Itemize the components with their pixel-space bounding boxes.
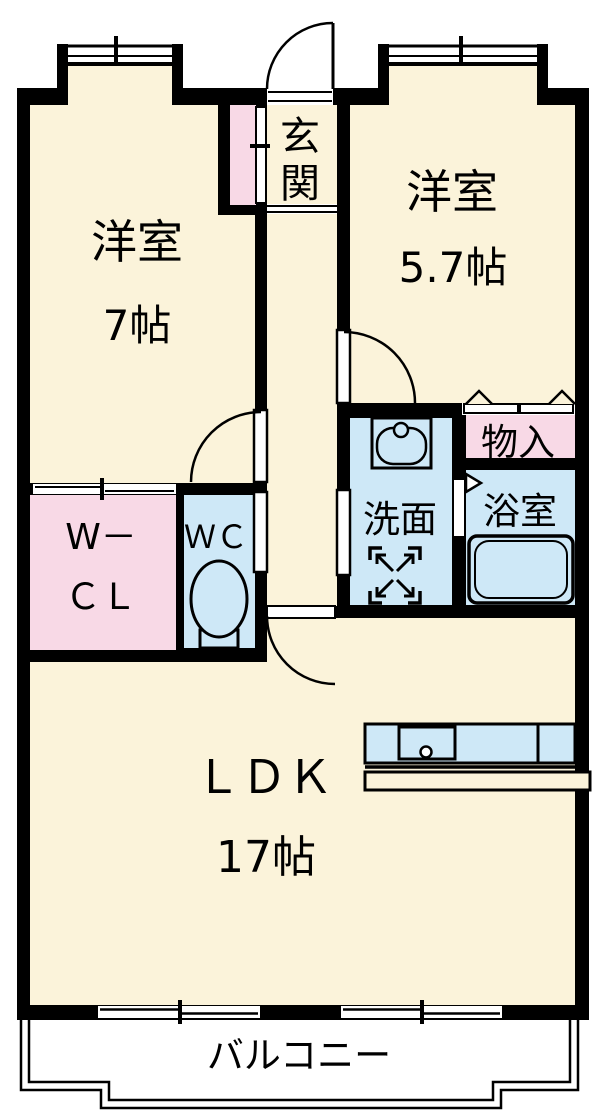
room-labels: 洋室 7帖 洋室 5.7帖 玄 関 W－ ＣＬ ＷＣ 洗面 浴室 物入 ＬＤＫ … xyxy=(65,114,557,1077)
western-room-1-floor xyxy=(30,215,255,483)
folding-panel xyxy=(463,403,519,414)
hallway-floor xyxy=(267,214,337,606)
door-opening xyxy=(335,328,352,405)
western-room-1-size: 7帖 xyxy=(103,301,172,350)
arrow xyxy=(395,553,415,573)
basin-faucet xyxy=(392,421,410,439)
bay-floor xyxy=(389,66,537,105)
toilet-icon xyxy=(189,559,249,650)
arrow xyxy=(375,553,395,573)
folding-door-icon xyxy=(464,471,484,495)
toilet-bowl xyxy=(189,559,249,639)
door-opening xyxy=(335,488,352,577)
balcony-railing xyxy=(19,1020,580,1110)
door-bathroom xyxy=(452,471,484,538)
washing-machine-icon xyxy=(368,546,422,605)
bay-window-left xyxy=(57,36,183,105)
cabinet-front-line xyxy=(255,106,267,204)
door-swing-arc xyxy=(265,615,336,686)
bathtub-icon xyxy=(467,534,575,605)
door-opening xyxy=(452,478,466,538)
western-room-2-floor xyxy=(350,105,575,403)
door-washroom xyxy=(335,488,352,577)
shoe-cabinet xyxy=(230,105,256,205)
bathroom-label: 浴室 xyxy=(483,490,557,533)
door-opening xyxy=(252,408,269,484)
entrance-step xyxy=(267,204,337,214)
entrance-label: 玄 xyxy=(280,114,320,160)
counter-bar xyxy=(363,770,592,792)
western-room-1-label: 洋室 xyxy=(91,215,183,269)
opening-band xyxy=(33,484,176,494)
bay-jamb xyxy=(537,44,548,105)
door-swing-arc xyxy=(265,21,334,90)
window-tick xyxy=(100,478,104,500)
ldk-floor xyxy=(267,618,575,1005)
kitchen-faucet xyxy=(419,745,433,759)
bay-floor xyxy=(68,66,172,105)
railing-inner xyxy=(27,1020,572,1102)
balcony-label: バルコニー xyxy=(207,1034,391,1077)
walk-in-closet-floor xyxy=(30,495,176,650)
corner-bracket xyxy=(408,591,422,605)
folding-door-icon xyxy=(465,389,493,405)
shoe-cabinet-front xyxy=(250,106,270,204)
balcony-window-right xyxy=(341,1000,502,1024)
western-room-2-label: 洋室 xyxy=(406,165,498,219)
window-tick xyxy=(459,36,463,64)
storage-folding-door xyxy=(462,389,576,415)
bay-jamb xyxy=(172,44,183,105)
folding-panel xyxy=(519,403,574,414)
western-room-1-floor xyxy=(30,105,218,215)
railing-outer xyxy=(19,1020,580,1110)
walk-in-closet-label: W－ xyxy=(65,517,137,558)
door-swing-arc xyxy=(343,330,417,404)
door-ldk xyxy=(265,605,336,686)
corner-bracket xyxy=(368,546,382,560)
step-band xyxy=(267,204,337,214)
window-tick xyxy=(250,144,270,148)
door-western-room-2 xyxy=(335,328,417,405)
corner-bracket xyxy=(368,591,382,605)
window-sill xyxy=(68,62,172,66)
kitchen-sink-icon xyxy=(397,725,457,761)
door-opening xyxy=(266,605,336,619)
bathtub-outer xyxy=(467,534,575,605)
folding-door-icon xyxy=(548,389,576,405)
bathtub-inner xyxy=(474,540,568,599)
corner-bracket xyxy=(408,546,422,560)
door-opening xyxy=(267,88,333,105)
storage-label: 物入 xyxy=(481,421,555,464)
ldk-label: ＬＤＫ xyxy=(195,750,333,804)
bay-window-right xyxy=(378,36,548,105)
closet-opening xyxy=(33,478,176,500)
western-room-2-size: 5.7帖 xyxy=(399,243,508,292)
arrow xyxy=(375,578,395,598)
entrance-label: 関 xyxy=(280,161,320,207)
bay-jamb xyxy=(57,44,68,105)
washroom-label: 洗面 xyxy=(363,498,437,541)
arrow xyxy=(395,578,415,598)
door-western-room-1 xyxy=(189,408,269,484)
balcony-window-left xyxy=(98,1000,260,1024)
door-opening xyxy=(252,490,269,574)
window-tick xyxy=(114,36,118,64)
washbasin-icon xyxy=(370,416,433,470)
entrance-door xyxy=(265,21,335,105)
bay-jamb xyxy=(378,44,389,105)
window-tick xyxy=(178,1000,182,1024)
kitchen-counter-top xyxy=(363,722,577,765)
storage-floor xyxy=(466,415,575,458)
door-swing-arc xyxy=(189,410,262,483)
entrance-floor xyxy=(267,105,337,204)
door-toilet xyxy=(252,490,269,574)
ldk-floor xyxy=(30,662,267,1005)
toilet-label: ＷＣ xyxy=(184,518,248,556)
room-floors xyxy=(30,105,575,1005)
walk-in-closet-label: ＣＬ xyxy=(65,577,137,618)
ldk-size: 17帖 xyxy=(216,832,316,883)
kitchen-counter xyxy=(363,722,592,792)
window-tick xyxy=(420,1000,424,1024)
